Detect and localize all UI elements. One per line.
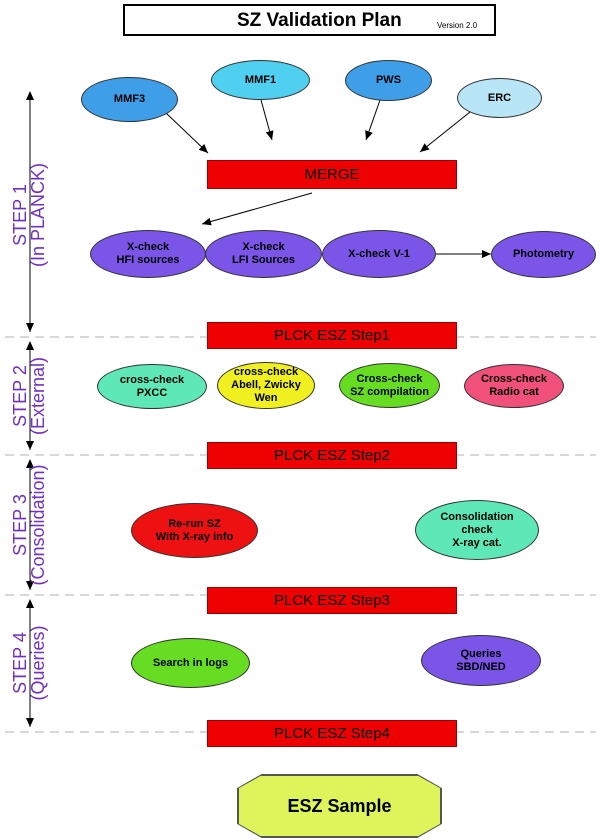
node-photometry-label: Photometry [512,248,575,260]
node-consolidation-check-label: Consolidation check X-ray cat. [440,510,514,549]
node-mmf1-label: MMF1 [244,73,277,86]
merge-bar-label: MERGE [304,166,360,183]
node-crosscheck-abell-label: cross-check Abell, Zwicky Wen [231,366,301,404]
node-search-logs-label: Search in logs [152,656,229,669]
node-xcheck-lfi-label: X-check LFI Sources [232,241,295,266]
node-xcheck-lfi: X-check LFI Sources [205,230,322,278]
node-search-logs: Search in logs [131,638,250,688]
bar-step1-label: PLCK ESZ Step1 [274,327,390,344]
node-crosscheck-szcomp-label: Cross-check SZ compilation [350,372,429,398]
title-box: SZ Validation Plan Version 2.0 [123,4,496,36]
arrow-mmf3-merge [165,112,209,154]
node-xcheck-hfi: X-check HFI sources [90,230,206,278]
node-mmf3-label: MMF3 [113,93,146,105]
node-rerun-sz: Re-run SZ With X-ray info [131,503,258,558]
node-crosscheck-abell: cross-check Abell, Zwicky Wen [217,362,315,409]
arrow-erc-merge [419,111,471,153]
node-pws-label: PWS [375,74,402,86]
node-consolidation-check: Consolidation check X-ray cat. [415,500,539,560]
bar-step2: PLCK ESZ Step2 [207,442,457,469]
node-xcheck-v1-label: X-check V-1 [348,247,410,260]
node-queries-label: Queries SBD/NED [456,647,506,673]
node-rerun-sz-label: Re-run SZ With X-ray info [155,517,234,543]
node-crosscheck-radio-label: Cross-check Radio cat [480,373,548,398]
node-crosscheck-szcomp: Cross-check SZ compilation [339,363,440,408]
node-crosscheck-pxcc-label: cross-check PXCC [119,373,185,399]
node-crosscheck-pxcc: cross-check PXCC [97,364,207,409]
node-erc: ERC [457,78,542,118]
node-mmf1: MMF1 [211,60,310,100]
step4-label: STEP 4 (Queries) [10,625,48,701]
diagram-title: SZ Validation Plan [237,10,402,31]
node-pws: PWS [345,60,432,101]
bar-step3: PLCK ESZ Step3 [207,587,457,614]
node-photometry: Photometry [491,231,596,278]
arrow-pws-merge [365,99,381,141]
node-xcheck-v1: X-check V-1 [322,230,436,278]
bar-step4: PLCK ESZ Step4 [207,720,457,747]
node-queries: Queries SBD/NED [421,635,541,686]
bar-step3-label: PLCK ESZ Step3 [274,592,390,609]
merge-bar: MERGE [207,160,457,189]
version-label: Version 2.0 [437,21,478,30]
arrow-merge-hfi [201,192,313,226]
esz-sample-label: ESZ Sample [287,795,392,816]
node-erc-label: ERC [487,91,512,104]
bar-step4-label: PLCK ESZ Step4 [274,725,390,742]
bar-step2-label: PLCK ESZ Step2 [274,447,390,464]
bar-step1: PLCK ESZ Step1 [207,322,457,349]
node-crosscheck-radio: Cross-check Radio cat [464,364,564,408]
node-mmf3: MMF3 [81,77,178,122]
node-xcheck-hfi-label: X-check HFI sources [116,241,180,266]
arrow-mmf1-merge [260,99,274,141]
esz-sample-box: ESZ Sample [238,775,441,837]
